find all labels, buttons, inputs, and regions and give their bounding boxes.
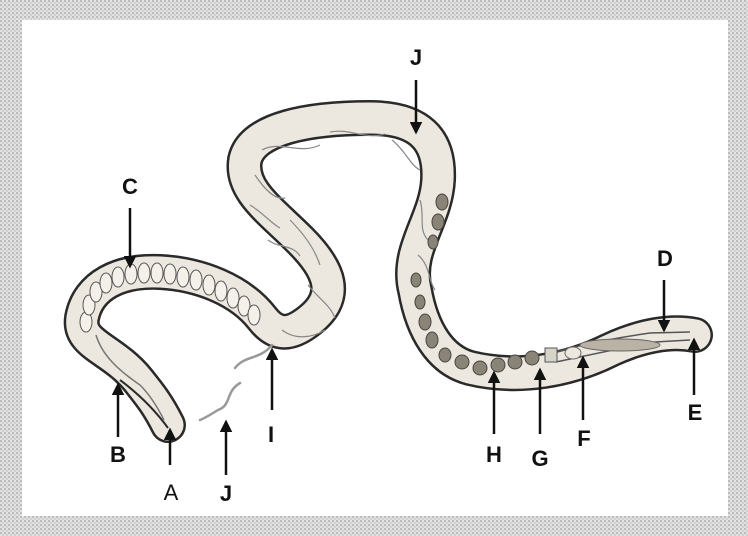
label-d: D (657, 246, 673, 271)
label-f: F (577, 426, 590, 451)
label-g: G (531, 446, 548, 471)
label-e: E (688, 400, 703, 425)
label-i: I (268, 422, 274, 447)
label-j-bottom: J (220, 481, 232, 506)
label-a: A (164, 480, 179, 505)
label-j-top: J (410, 45, 422, 70)
label-c: C (122, 174, 138, 199)
label-h: H (486, 442, 502, 467)
label-b: B (110, 442, 126, 467)
